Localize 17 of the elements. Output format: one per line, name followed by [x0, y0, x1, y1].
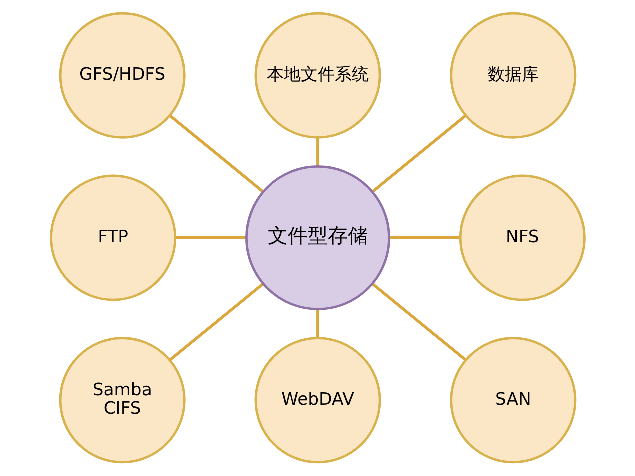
node-circle: 文件型存储: [245, 166, 390, 310]
connector: [316, 138, 319, 166]
connector: [372, 283, 466, 362]
connector: [168, 114, 264, 194]
node-circle: FTP: [50, 174, 176, 302]
connector: [175, 236, 246, 240]
node-circle: Samba CIFS: [58, 337, 186, 464]
connector: [389, 236, 460, 240]
node-circle: 本地文件系统: [254, 12, 381, 139]
connector: [316, 309, 319, 338]
node-circle: SAN: [450, 337, 576, 464]
connector: [169, 283, 264, 362]
node-circle: NFS: [458, 174, 586, 302]
node-circle: WebDAV: [254, 337, 381, 464]
connector: [371, 114, 466, 194]
node-circle: GFS/HDFS: [58, 12, 186, 139]
node-circle: 数据库: [450, 12, 576, 139]
